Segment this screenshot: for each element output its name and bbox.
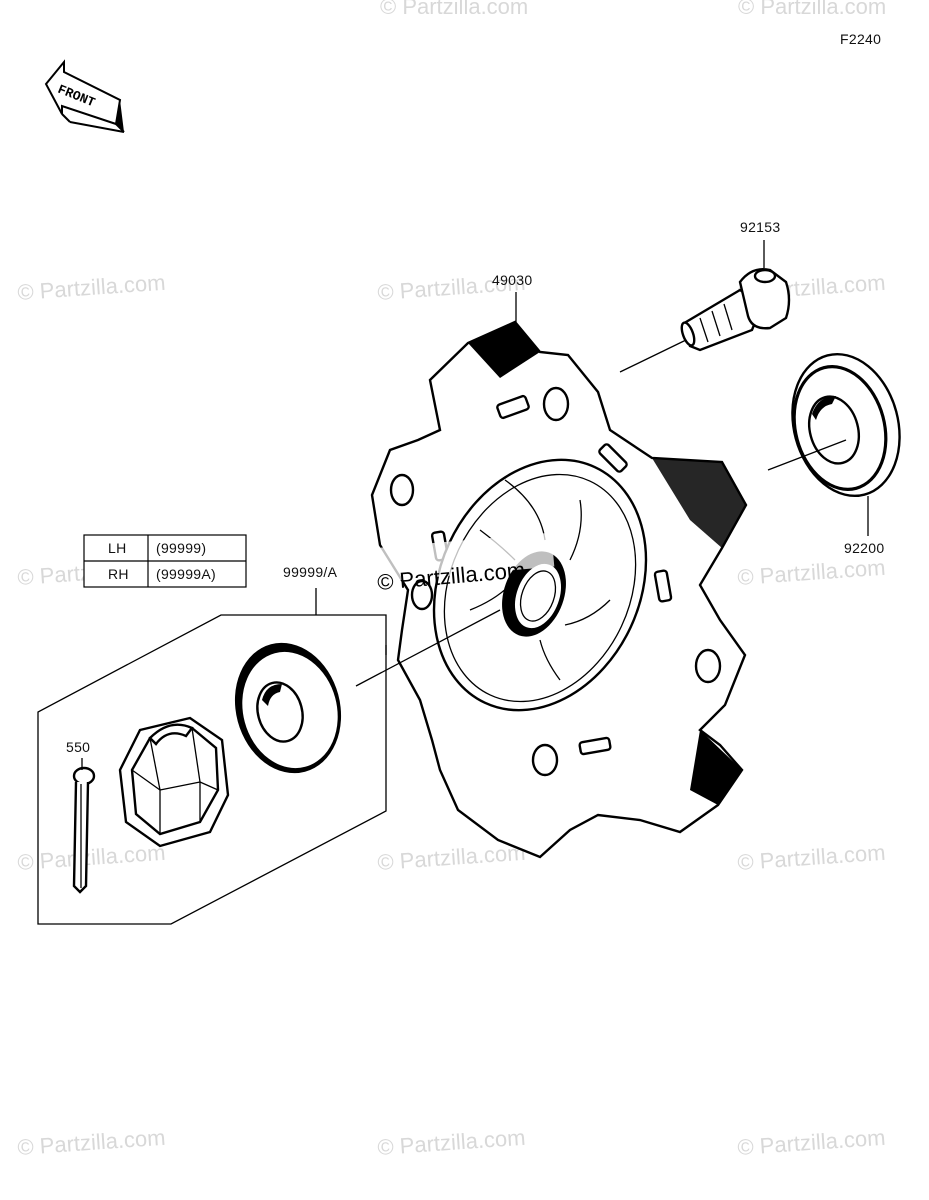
hex-nut-part (118, 716, 230, 848)
bolt-part (680, 268, 791, 352)
table-cell-code: (99999A) (156, 566, 216, 582)
watermark: © Partzilla.com (17, 1125, 167, 1160)
watermark: © Partzilla.com (377, 840, 527, 875)
watermark: © Partzilla.com (737, 840, 887, 875)
part-label-92153: 92153 (740, 219, 780, 235)
figure-code: F2240 (840, 31, 881, 47)
table-cell-side: RH (108, 566, 129, 582)
watermark: © Partzilla.com (380, 0, 528, 19)
nut-assembly-bracket (37, 588, 387, 925)
watermark: © Partzilla.com (17, 840, 167, 875)
table-cell-side: LH (108, 540, 127, 556)
side-table: LH (99999) RH (99999A) (83, 534, 247, 588)
part-label-550: 550 (66, 739, 90, 755)
watermark: © Partzilla.com (17, 270, 167, 305)
part-label-49030: 49030 (492, 272, 532, 288)
watermark: © Partzilla.com (737, 555, 887, 590)
nut-washer-part (234, 642, 342, 774)
part-label-92200: 92200 (844, 540, 884, 556)
cotter-pin-part (72, 766, 96, 894)
table-cell-code: (99999) (156, 540, 206, 556)
hub-part (370, 320, 748, 859)
watermark: © Partzilla.com (738, 0, 886, 19)
watermark: © Partzilla.com (377, 1125, 527, 1160)
part-label-99999a: 99999/A (283, 564, 338, 580)
watermark: © Partzilla.com (737, 1125, 887, 1160)
front-arrow-icon: FRONT (44, 59, 125, 133)
washer-part (791, 352, 901, 498)
